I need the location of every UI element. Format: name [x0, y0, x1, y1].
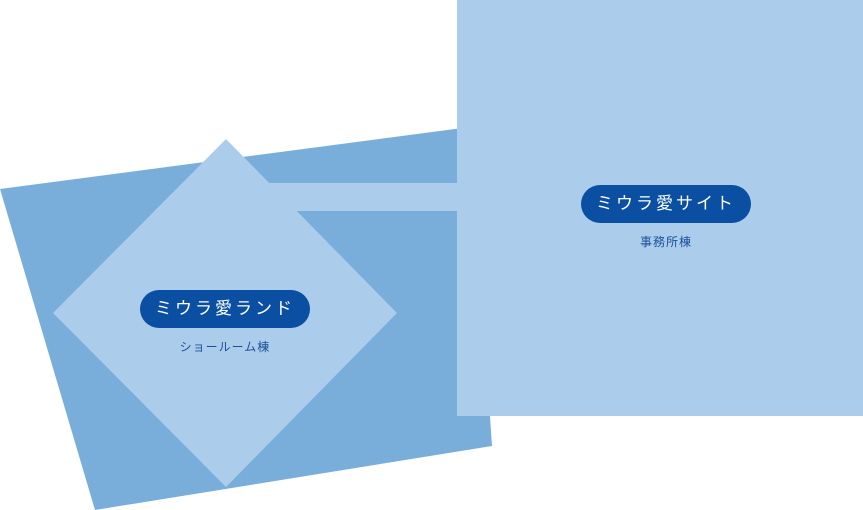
connector-walkway: [265, 183, 465, 211]
showroom-name-badge[interactable]: ミウラ愛ランド: [140, 290, 310, 328]
office-name-badge[interactable]: ミウラ愛サイト: [581, 185, 751, 223]
office-subtitle: 事務所棟: [639, 235, 692, 249]
showroom-subtitle: ショールーム棟: [179, 340, 271, 354]
